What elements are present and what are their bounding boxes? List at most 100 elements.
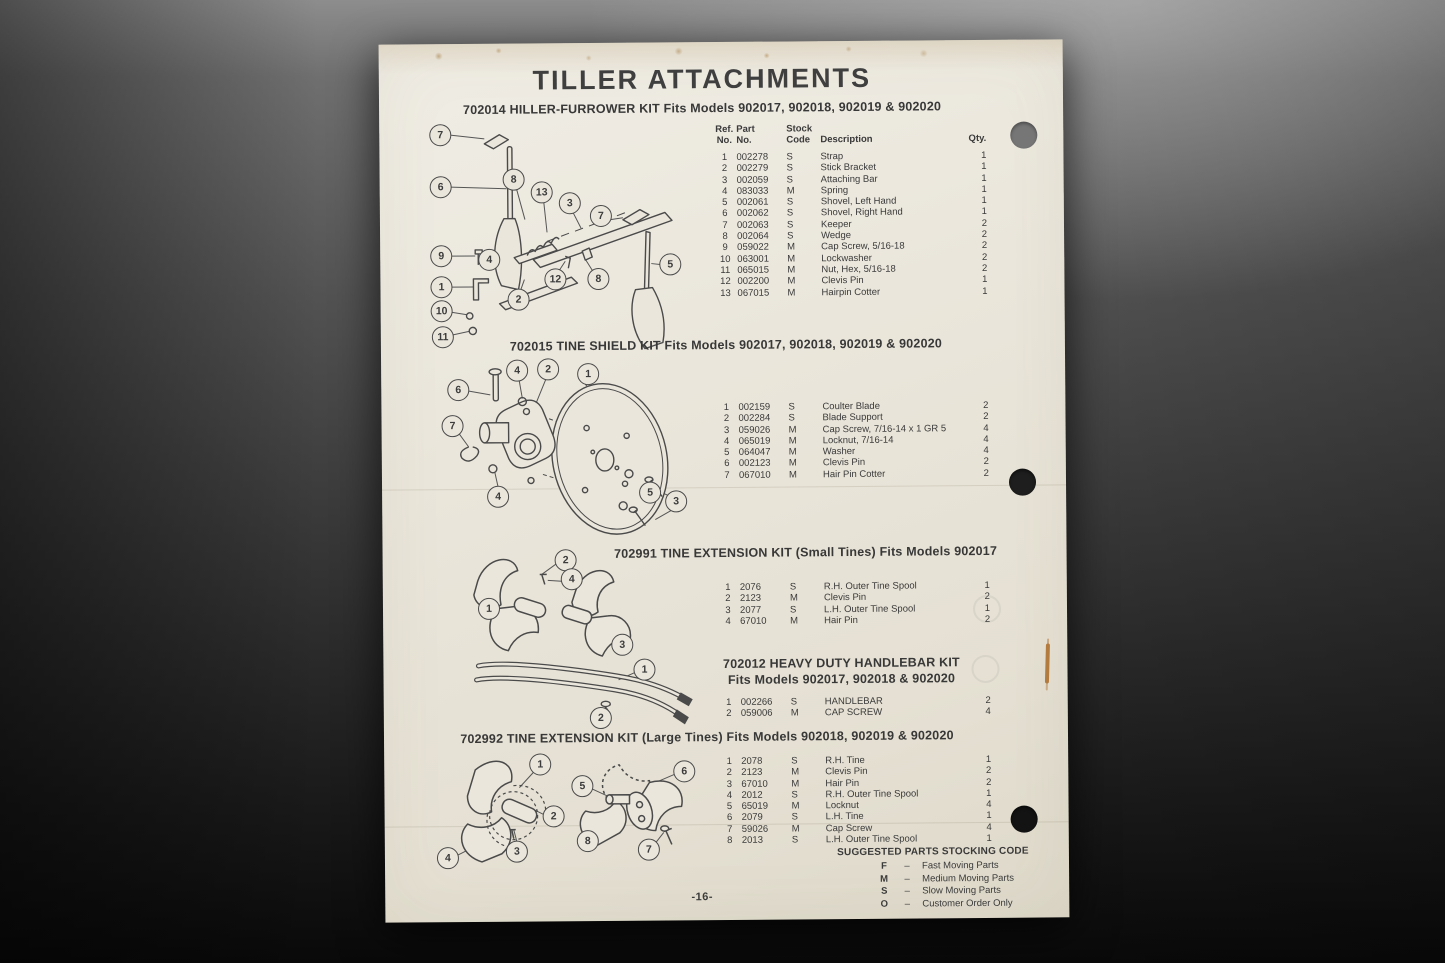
qty: 1: [981, 183, 987, 195]
callout-8: 8: [502, 168, 525, 191]
ref-no: 6: [726, 812, 733, 824]
part-no: 002064: [737, 230, 769, 242]
stock-code: S: [786, 196, 794, 208]
ref-no: 6: [722, 208, 728, 220]
stock-code: M: [788, 446, 797, 458]
callout-12: 12: [544, 268, 567, 291]
stock-code: S: [786, 219, 794, 231]
stock-code: M: [791, 823, 800, 835]
stocking-code-legend: SUGGESTED PARTS STOCKING CODE F – Fast M…: [818, 845, 1048, 911]
part-no: 2123: [739, 593, 762, 605]
callout-2: 2: [537, 358, 560, 381]
stock-code: S: [787, 230, 794, 242]
stock-code: M: [791, 766, 800, 778]
ref-no: 2: [726, 767, 732, 779]
part-no: 059006: [740, 707, 773, 720]
callout-2: 2: [507, 288, 530, 311]
punch-hole-icon: [1010, 121, 1038, 149]
callout-1: 1: [477, 597, 501, 620]
page-number: -16-: [691, 891, 714, 904]
stock-code: M: [787, 275, 796, 287]
callout-7: 7: [637, 838, 660, 861]
punch-hole-icon: [1008, 468, 1037, 496]
part-no: 059026: [738, 424, 771, 436]
callout-1: 1: [529, 753, 552, 776]
legend-dash: –: [904, 873, 910, 885]
qty: 2: [983, 467, 989, 479]
stock-code: S: [791, 834, 799, 846]
ref-no: 5: [722, 197, 728, 209]
part-no: 2123: [741, 767, 763, 779]
description: CAP SCREW: [824, 707, 883, 719]
legend-code: O: [880, 898, 889, 910]
callout-1: 1: [633, 658, 656, 681]
qty: 1: [982, 274, 988, 286]
qty: 2: [981, 229, 988, 241]
ref-no: 2: [725, 593, 731, 605]
ref-no: 1: [725, 581, 731, 593]
ref-no: 10: [719, 253, 731, 265]
callout-2: 2: [589, 706, 612, 730]
stock-code: M: [791, 800, 800, 812]
qty: 4: [985, 706, 991, 718]
stock-code: M: [790, 707, 799, 719]
stock-code: S: [791, 811, 799, 823]
ref-no: 4: [725, 615, 731, 627]
ref-no: 1: [726, 696, 732, 708]
qty: 1: [981, 149, 987, 161]
qty: 4: [983, 433, 989, 445]
ref-no: 4: [723, 435, 730, 447]
stock-code: M: [790, 615, 799, 627]
part-no: 067010: [738, 469, 771, 481]
callout-7: 7: [429, 124, 452, 147]
qty: 2: [984, 591, 990, 603]
ref-no: 1: [726, 755, 732, 767]
part-no: 002159: [738, 401, 771, 413]
part-no: 064047: [738, 446, 771, 459]
callout-8: 8: [576, 829, 599, 853]
callout-2: 2: [542, 805, 565, 828]
part-no: 002061: [736, 196, 769, 209]
stock-code: M: [788, 435, 797, 447]
ref-no: 3: [725, 604, 731, 616]
col-header-description: Description: [820, 133, 873, 145]
ref-no: 2: [723, 413, 730, 425]
stock-code: M: [787, 264, 796, 276]
part-no: 059022: [737, 242, 769, 254]
stock-code: M: [788, 424, 797, 436]
part-no: 002279: [736, 162, 769, 175]
part-no: 065015: [737, 264, 770, 276]
part-no: 002059: [736, 174, 769, 186]
callout-5: 5: [571, 775, 594, 798]
callout-6: 6: [673, 760, 696, 783]
part-no: 002200: [737, 275, 770, 288]
stock-code: M: [789, 592, 798, 604]
qty: 2: [981, 262, 988, 274]
part-no: 2079: [741, 812, 763, 824]
page-title: TILLER ATTACHMENTS: [532, 62, 872, 96]
callout-10: 10: [430, 300, 453, 323]
part-no: 59026: [741, 823, 769, 835]
stock-code: S: [788, 412, 795, 424]
part-no: 002123: [738, 458, 771, 470]
diagram-line-art: [450, 134, 673, 350]
ref-no: 1: [721, 151, 728, 164]
part-no: 002062: [736, 208, 769, 220]
part-no: 067015: [737, 287, 770, 299]
ref-no: 3: [723, 424, 730, 436]
callout-13: 13: [530, 181, 553, 204]
qty: 4: [986, 821, 992, 833]
ref-no: 9: [722, 242, 728, 254]
